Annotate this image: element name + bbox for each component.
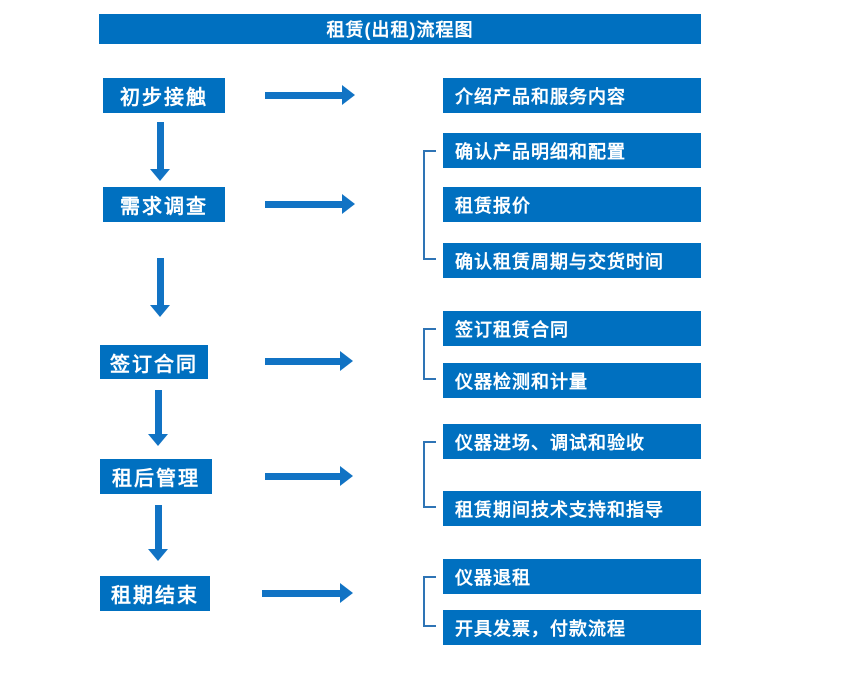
arrow-head-icon: [340, 466, 353, 486]
output-box-2-3: 确认租赁周期与交货时间: [443, 243, 701, 278]
arrow-shaft: [157, 122, 164, 170]
output-label: 开具发票，付款流程: [455, 618, 626, 639]
title-bar: 租赁(出租)流程图: [99, 14, 701, 44]
arrow-head-icon: [342, 85, 355, 105]
group-bracket-3: [423, 328, 436, 380]
output-box-2-2: 租赁报价: [443, 187, 701, 222]
arrow-head-icon: [150, 169, 170, 181]
output-label: 仪器退租: [455, 567, 531, 588]
stage-label: 租期结束: [111, 585, 199, 607]
output-label: 租赁期间技术支持和指导: [455, 499, 664, 520]
arrow-head-icon: [150, 305, 170, 317]
output-label: 租赁报价: [455, 195, 531, 216]
right-arrow-2: [265, 194, 355, 215]
arrow-shaft: [265, 473, 340, 480]
right-arrow-1: [265, 85, 355, 106]
output-label: 确认租赁周期与交货时间: [455, 251, 664, 272]
arrow-shaft: [262, 590, 340, 597]
arrow-shaft: [265, 201, 342, 208]
page-title: 租赁(出租)流程图: [326, 20, 474, 40]
output-box-3-1: 签订租赁合同: [443, 311, 701, 346]
output-box-3-2: 仪器检测和计量: [443, 363, 701, 398]
right-arrow-4: [265, 466, 353, 487]
stage-label: 签订合同: [110, 353, 198, 376]
stage-label: 租后管理: [112, 468, 200, 490]
down-arrow-3: [148, 390, 169, 446]
arrow-shaft: [155, 390, 162, 435]
stage-label: 需求调查: [120, 196, 208, 218]
group-bracket-2: [423, 150, 436, 260]
right-arrow-3: [265, 351, 353, 372]
group-bracket-5: [423, 576, 436, 627]
output-box-4-2: 租赁期间技术支持和指导: [443, 491, 701, 526]
arrow-head-icon: [148, 549, 168, 561]
group-bracket-4: [423, 441, 436, 508]
stage-box-sign-contract: 签订合同: [100, 345, 208, 379]
stage-box-needs-survey: 需求调查: [103, 187, 225, 222]
output-box-2-1: 确认产品明细和配置: [443, 133, 701, 168]
arrow-head-icon: [340, 583, 353, 603]
down-arrow-1: [150, 122, 171, 181]
arrow-head-icon: [342, 194, 355, 214]
arrow-head-icon: [340, 351, 353, 371]
stage-label: 初步接触: [120, 87, 208, 109]
output-label: 介绍产品和服务内容: [455, 86, 626, 107]
right-arrow-5: [262, 583, 353, 604]
output-label: 仪器进场、调试和验收: [455, 432, 645, 453]
output-box-5-2: 开具发票，付款流程: [443, 610, 701, 645]
output-box-4-1: 仪器进场、调试和验收: [443, 424, 701, 459]
stage-box-post-rental-management: 租后管理: [100, 459, 212, 494]
output-box-1-1: 介绍产品和服务内容: [443, 78, 701, 113]
output-box-5-1: 仪器退租: [443, 559, 701, 594]
output-label: 仪器检测和计量: [455, 371, 588, 392]
arrow-shaft: [155, 505, 162, 550]
arrow-head-icon: [148, 434, 168, 446]
output-label: 签订租赁合同: [455, 319, 569, 340]
down-arrow-4: [148, 505, 169, 561]
arrow-shaft: [265, 92, 342, 99]
arrow-shaft: [157, 258, 164, 306]
output-label: 确认产品明细和配置: [455, 141, 626, 162]
stage-box-initial-contact: 初步接触: [103, 78, 225, 113]
arrow-shaft: [265, 358, 340, 365]
stage-box-rental-end: 租期结束: [100, 576, 210, 611]
down-arrow-2: [150, 258, 171, 317]
